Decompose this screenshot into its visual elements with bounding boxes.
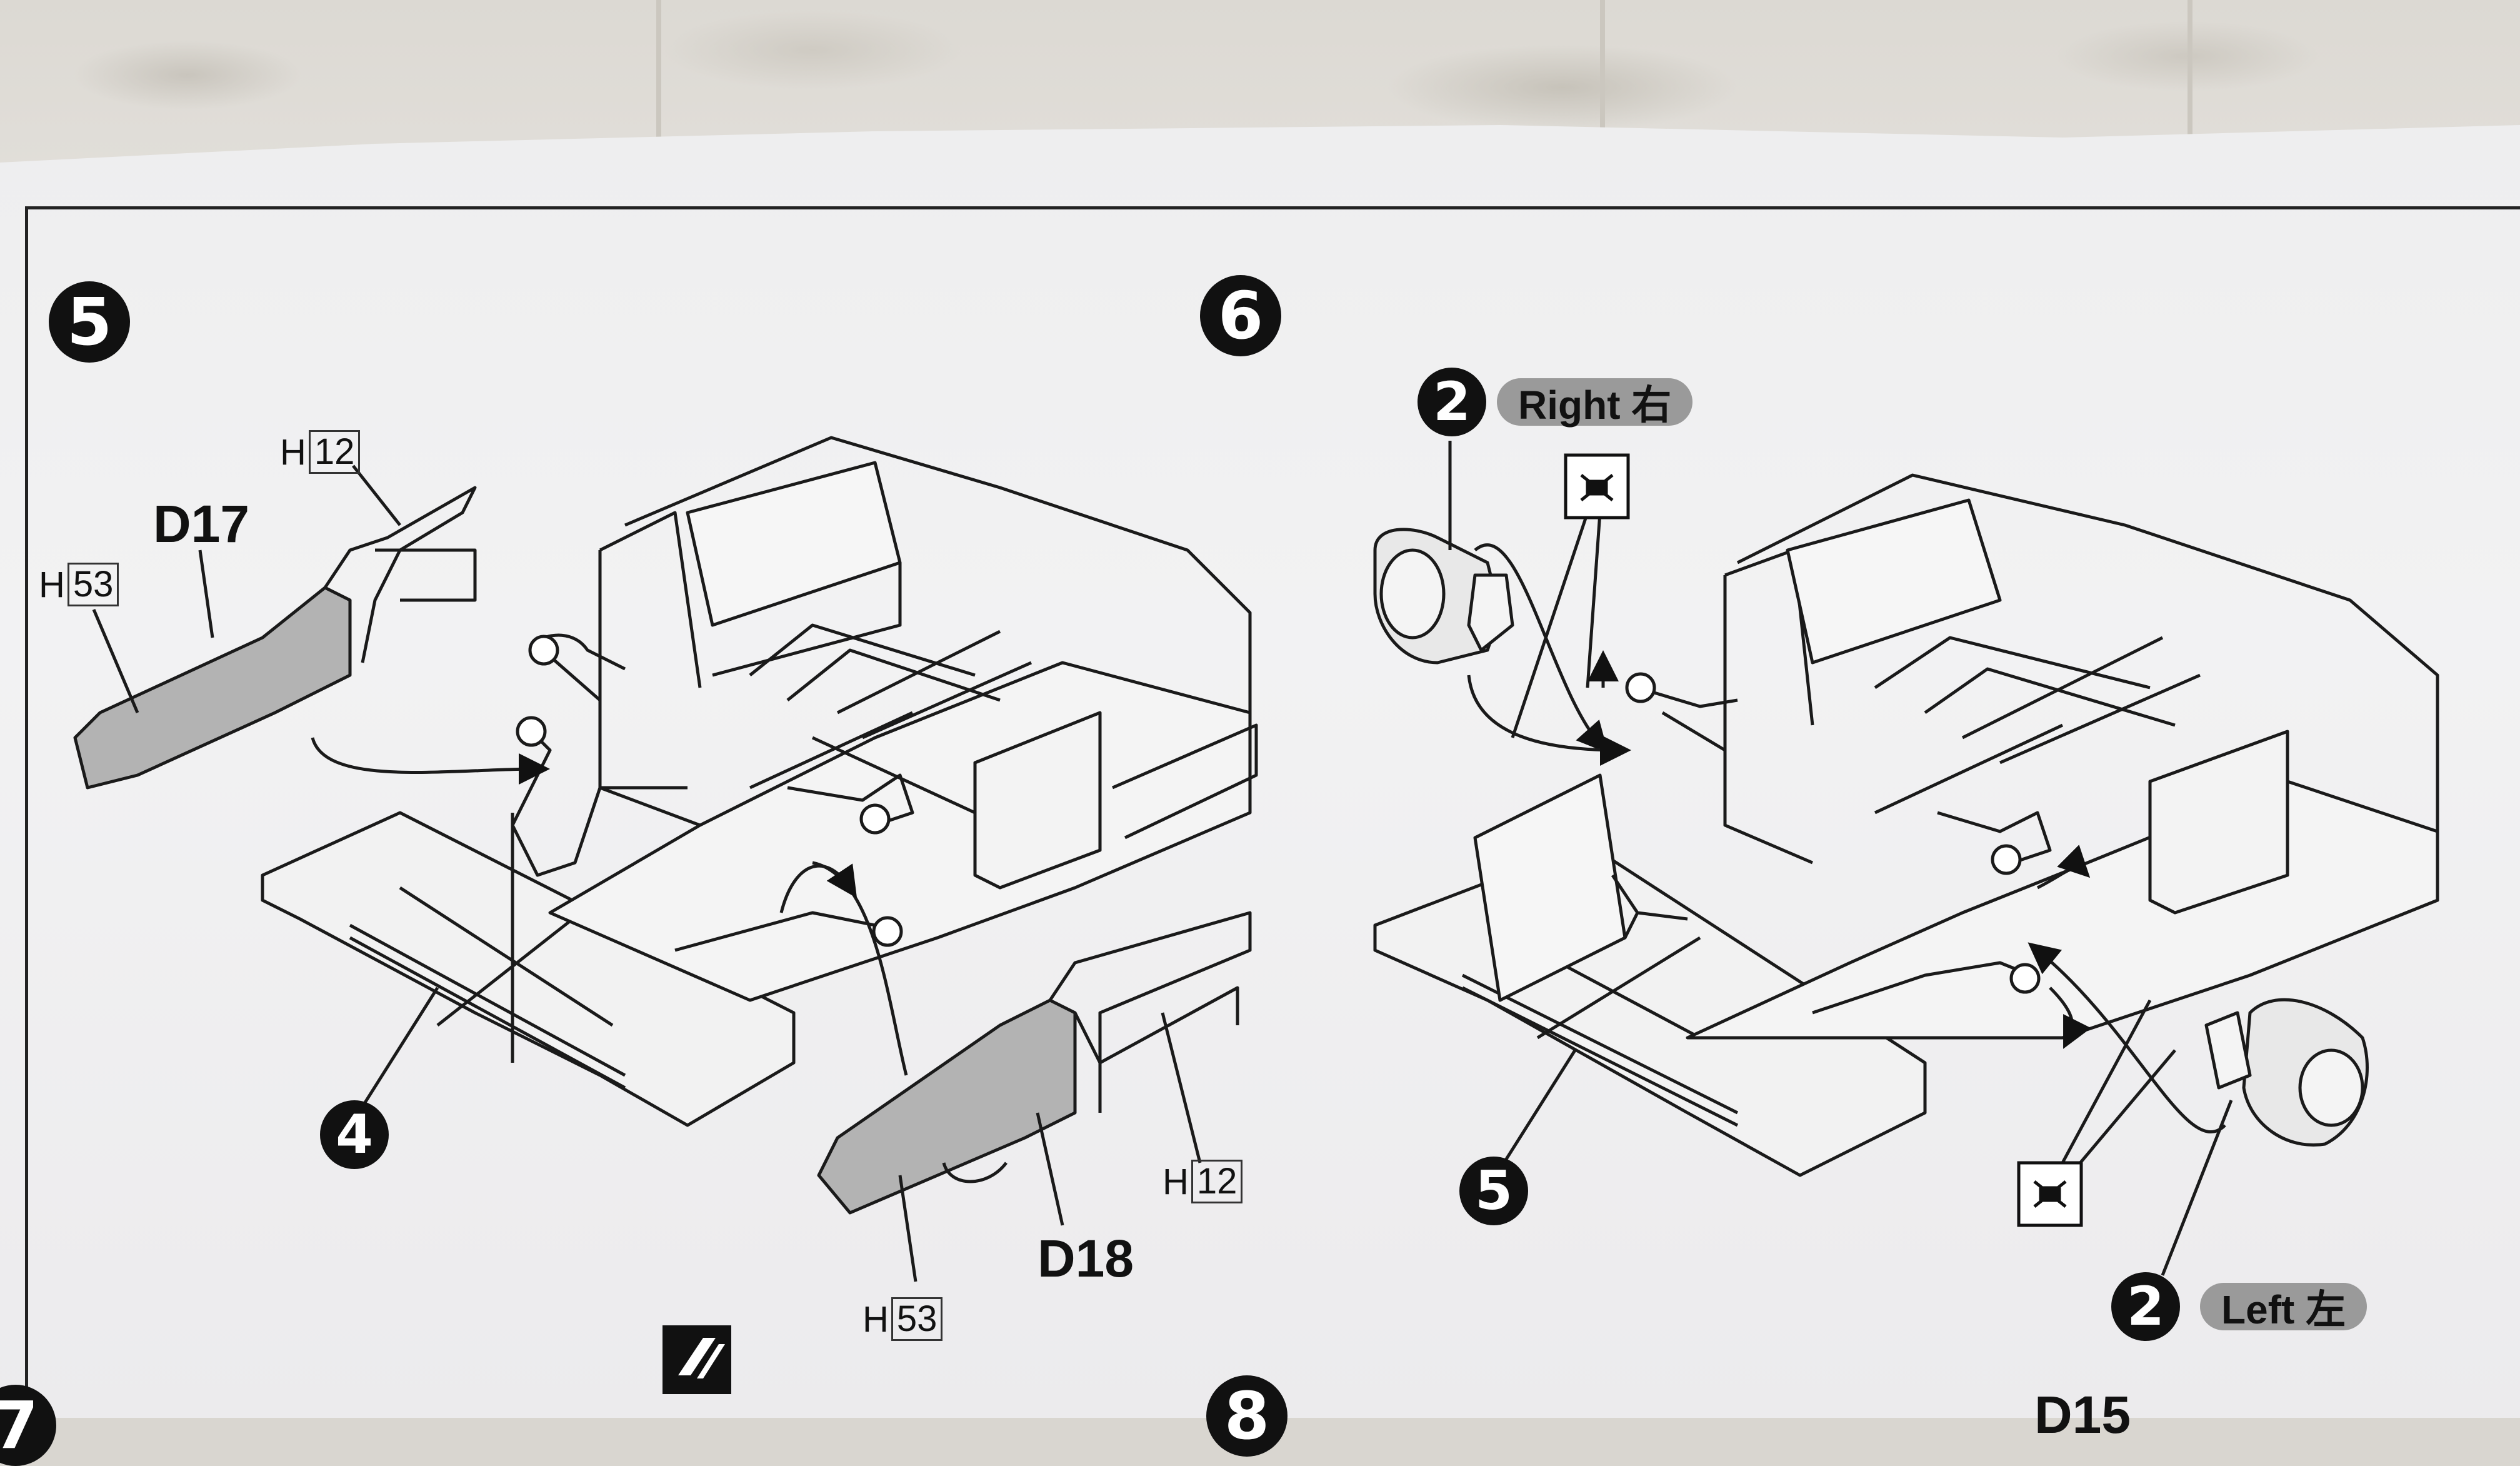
engine-bay-5 [973,711,1102,890]
d18-hinge [942,1162,1008,1183]
monocoque-5 [548,661,1252,1002]
roll-hoop-5 [598,511,702,827]
upper-deck-6 [1736,473,2439,831]
upper-a-arm-6 [1637,686,1738,752]
ref-h53-bottom: H 53 [862,1297,943,1341]
ref-number-box: 53 [891,1297,943,1341]
wall-joint [656,0,661,163]
engine-bay-6 [2148,730,2289,915]
d17-sidepod [73,586,352,790]
d18-side [1073,1012,1102,1113]
sub-assembly-badge-5: 5 [1459,1157,1528,1225]
no-cement-icon-top-drawing [1564,453,1630,520]
leader-left-nocement-a [2061,999,2152,1164]
no-cement-icon [1566,455,1628,518]
rotate-arrow-6a [2036,845,2091,890]
rear-upper-arm-6 [1937,811,2052,865]
leader-d17 [198,550,214,638]
step-number-8: 8 [1206,1375,1288,1457]
wall-joint [1600,0,1605,150]
left-side-label: Left 左 [2200,1283,2368,1332]
right-upright-plate [1467,573,1514,652]
arm-pivot-6a [1625,672,1656,703]
ref-number-box: 12 [1191,1160,1243,1203]
upper-deck-5 [624,436,1252,713]
left-upright-mount [2204,1011,2252,1090]
assembly-drawing [73,436,2439,1394]
leader-ref5 [1498,1049,1577,1170]
leader-d18 [1036,1112,1064,1226]
leader-right-nocement-b [1586,512,1602,688]
part-label-d18: D18 [1038,1229,1134,1288]
ref-h12-top: H 12 [280,430,361,474]
assembly-path-5a [311,737,550,785]
chassis-floor-rail-5 [349,923,626,1090]
leader-h53-top [92,609,139,713]
arm-pivot-6c [2009,963,2041,994]
ref-number-box: 12 [308,430,361,474]
ref-letter: H [39,564,65,605]
right-side-label: Right 右 [1497,378,1693,428]
ref-h12-bottom: H 12 [1162,1160,1243,1203]
rotate-arrow-6b [2049,987,2091,1049]
tube-frame-5 [749,623,1032,815]
sub-assembly-badge-4: 4 [320,1100,389,1169]
cement-icon [662,1325,731,1394]
d17-bracket-arm [375,548,477,602]
part-label-d17: D17 [153,495,250,553]
right-side-badge: 2 [1418,368,1486,436]
leader-left-nocement-b [2074,1049,2176,1170]
deck-box-6 [1786,498,2002,665]
ref-letter: H [862,1298,889,1340]
arm-pivot-5b [516,716,547,747]
cement-icon-drawing [662,1325,731,1394]
ref-letter: H [1162,1161,1189,1202]
lower-a-arm-5 [511,724,688,877]
assembly-path-6a [1474,543,1609,753]
left-hub [2298,1048,2364,1127]
deck-box-side-5 [712,563,902,677]
ref-number-box: 53 [67,563,119,606]
leader-ref4 [361,987,439,1108]
assembly-path-6b [1467,675,1631,766]
part-label-d15: D15 [2034,1385,2131,1444]
d18-sidepod [817,998,1077,1215]
right-hub [1379,548,1446,640]
leader-h53-bottom [898,1175,918,1282]
left-side-badge: 2 [2111,1272,2180,1341]
leader-h12-top [352,464,401,526]
d18-bracket [1048,911,1252,1065]
page-frame [25,206,2520,1418]
assembly-path-5c [779,863,858,913]
step-number-5: 5 [49,281,130,363]
leader-right-nocement-a [1511,512,1589,738]
leader-h12-bottom [1161,1012,1202,1163]
tube-frame-6 [1874,636,2201,815]
assembly-path-6c [2028,942,2226,1133]
deck-box-5 [686,461,902,627]
rear-frame-5 [1112,723,1258,840]
arm-pivot-6b [1991,844,2022,875]
no-cement-icon [2019,1163,2081,1225]
no-cement-icon-bottom-drawing [2017,1161,2083,1227]
ref-letter: H [280,431,306,473]
wall-joint [2188,0,2192,138]
lower-a-arm-6 [1611,874,1688,939]
rear-upper-arm-5 [787,773,914,827]
chassis-floor-rail-6 [1461,973,1739,1127]
ref-h53-top: H 53 [39,563,119,606]
arm-pivot-5a [528,635,559,666]
arm-pivot-5c [859,803,891,835]
d17-bracket [323,486,477,663]
step-number-6: 6 [1200,275,1281,356]
arm-pivot-5d [872,916,903,947]
